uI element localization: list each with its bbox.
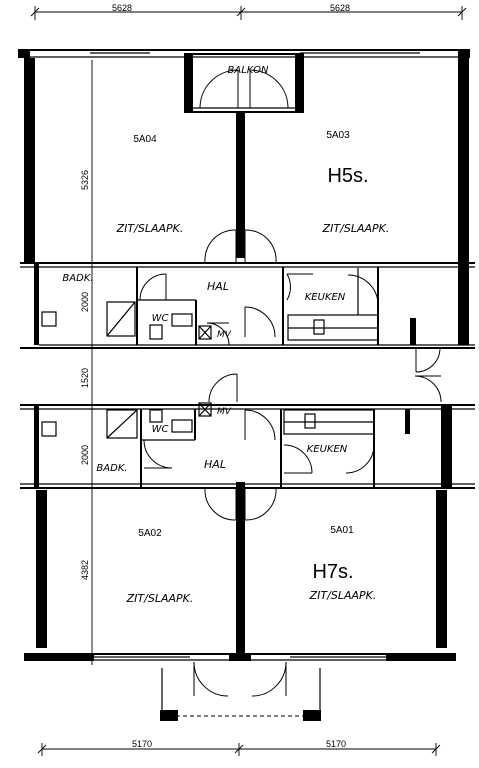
- label-lower-hall: HAL: [204, 458, 226, 471]
- lower-right-code: 5A01: [330, 525, 354, 536]
- balcony: BALKON: [184, 53, 304, 113]
- upper-right-code: 5A03: [326, 130, 350, 141]
- lower-right-room: ZIT/SLAAPK.: [309, 589, 377, 602]
- dim-side-lower-bath: 2000: [80, 445, 90, 465]
- upper-left-room: ZIT/SLAAPK.: [116, 222, 184, 235]
- lower-left-code: 5A02: [138, 528, 162, 539]
- label-upper-kitchen: KEUKEN: [305, 292, 346, 303]
- label-lower-bath: BADK.: [96, 463, 127, 474]
- dim-top-left: 5628: [112, 3, 132, 13]
- label-upper-hall: HAL: [207, 280, 229, 293]
- top-dimension-line: 5628 5628: [30, 3, 467, 20]
- dim-top-right: 5628: [330, 3, 350, 13]
- label-upper-wc: WC: [152, 313, 169, 324]
- dim-side-upper-room: 5326: [80, 170, 90, 190]
- dim-bottom-right: 5170: [326, 739, 346, 749]
- upper-right-type: H5s.: [327, 165, 368, 187]
- lower-left-room: ZIT/SLAAPK.: [126, 592, 194, 605]
- bottom-dimension-line: 5170 5170: [37, 739, 441, 756]
- dim-side-lower-room: 4382: [80, 560, 90, 580]
- label-lower-kitchen: KEUKEN: [307, 444, 348, 455]
- upper-right-room: ZIT/SLAAPK.: [322, 222, 390, 235]
- label-upper-bath: BADK.: [62, 273, 93, 284]
- upper-apartment: BALKON 5A04 ZIT/SLAAPK. 5A03 H5s. ZIT/SL…: [18, 49, 475, 373]
- dim-side-gap: 1520: [80, 368, 90, 388]
- label-lower-mv: MV: [217, 407, 232, 417]
- dim-side-upper-bath: 2000: [80, 292, 90, 312]
- label-balcony: BALKON: [228, 65, 269, 76]
- label-lower-wc: WC: [152, 424, 169, 435]
- lower-right-type: H7s.: [312, 561, 353, 583]
- lower-apartment: BADK. HAL KEUKEN WC MV 5A02 ZIT/SLAAPK. …: [20, 402, 475, 721]
- upper-left-code: 5A04: [133, 134, 157, 145]
- dim-bottom-left: 5170: [132, 739, 152, 749]
- stair-gap: [208, 373, 442, 403]
- label-upper-mv: MV: [217, 330, 232, 340]
- side-dimension-line: 5326 2000 1520 2000 4382: [80, 60, 96, 665]
